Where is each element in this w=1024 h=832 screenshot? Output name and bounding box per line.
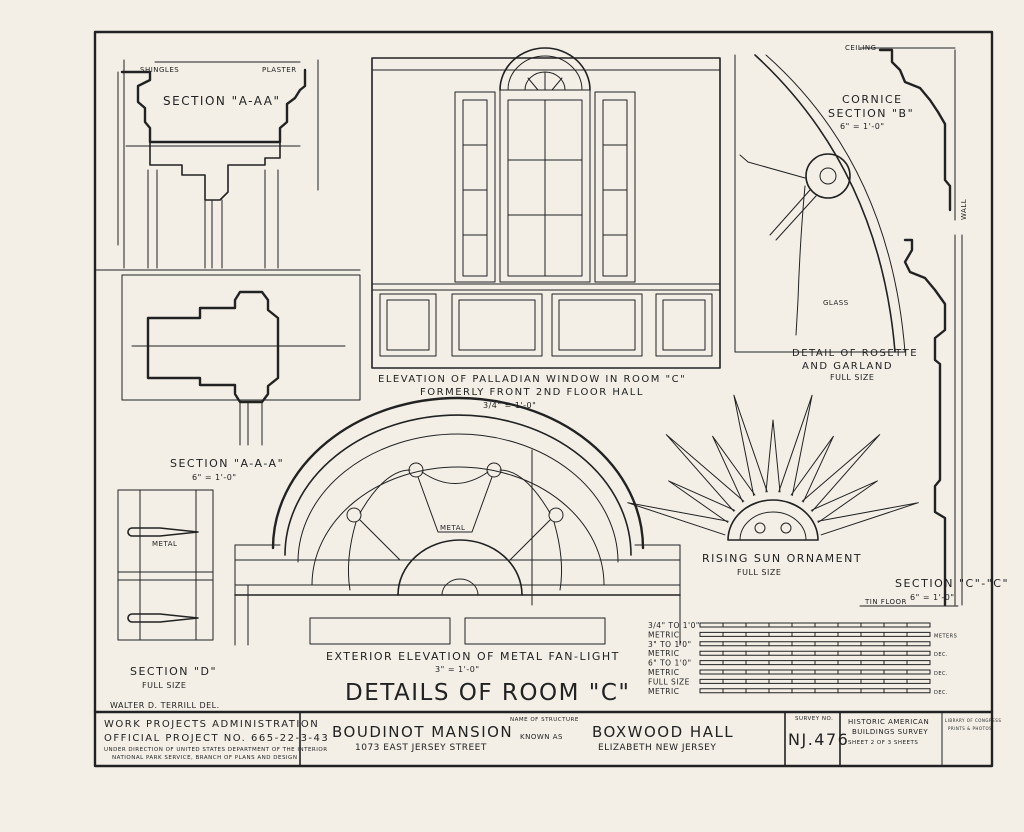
- scale-label: METRIC: [648, 630, 679, 639]
- tb-direction2: NATIONAL PARK SERVICE, BRANCH OF PLANS A…: [112, 755, 297, 761]
- scale-label: 6" TO 1'0": [648, 659, 692, 668]
- scale-label: 3/4" TO 1'0": [648, 621, 700, 630]
- scale-label: METRIC: [648, 649, 679, 658]
- sheet-border: [93, 30, 994, 768]
- cornice-wall: WALL: [960, 199, 968, 220]
- section-aa-view: SHINGLES PLASTER SECTION "A-AA": [117, 59, 319, 269]
- rosette-glass: GLASS: [823, 299, 849, 307]
- sun-ray: [801, 434, 881, 512]
- tb-city: ELIZABETH NEW JERSEY: [598, 743, 716, 753]
- title-block: WORK PROJECTS ADMINISTRATION OFFICIAL PR…: [104, 711, 1001, 767]
- cornice-subtitle: SECTION "B": [828, 107, 914, 120]
- sun-ray: [790, 435, 834, 503]
- fanlight-scale: 3" = 1'-0": [435, 665, 480, 674]
- tb-known-as: KNOWN AS: [520, 733, 563, 741]
- section-cc-view: SECTION "C"-"C" 6" = 1'-0" TIN FLOOR: [859, 234, 1009, 607]
- section-aa-title: SECTION "A-AA": [163, 94, 281, 108]
- rising-sun-scale: FULL SIZE: [737, 568, 781, 577]
- scale-label: METRIC: [648, 687, 679, 696]
- rising-sun-view: RISING SUN ORNAMENT FULL SIZE: [627, 394, 919, 577]
- palladian-window-view: ELEVATION OF PALLADIAN WINDOW IN ROOM "C…: [371, 47, 721, 410]
- rising-sun-title: RISING SUN ORNAMENT: [702, 552, 862, 565]
- tb-program1: HISTORIC AMERICAN: [848, 718, 929, 726]
- tb-name-label: NAME OF STRUCTURE: [510, 717, 579, 723]
- section-aaa-title: SECTION "A-A-A": [170, 457, 284, 470]
- rosette-scale: FULL SIZE: [830, 373, 874, 382]
- tb-program2: BUILDINGS SURVEY: [852, 728, 928, 736]
- cornice-title: CORNICE: [842, 93, 903, 106]
- scale-unit: DEC.: [934, 652, 948, 658]
- sun-ray: [668, 480, 736, 523]
- sun-ray: [765, 419, 781, 493]
- section-d-title: SECTION "D": [130, 665, 217, 678]
- section-cc-scale: 6" = 1'-0": [910, 593, 955, 602]
- delineator: WALTER D. TERRILL DEL.: [110, 701, 220, 710]
- fanlight-view: METAL EXTERIOR ELEVATION OF METAL FAN-LI…: [234, 396, 681, 674]
- sun-ray: [778, 394, 813, 496]
- rosette-caption-line2: AND GARLAND: [802, 361, 893, 372]
- palladian-caption-line1: ELEVATION OF PALLADIAN WINDOW IN ROOM "C…: [378, 374, 686, 385]
- section-d-view: METAL SECTION "D" FULL SIZE: [117, 489, 217, 690]
- tb-project: OFFICIAL PROJECT NO. 665-22-3-43: [104, 733, 329, 744]
- tb-library2: PRINTS & PHOTOS: [948, 726, 992, 731]
- tb-survey-label: SURVEY NO.: [795, 716, 833, 722]
- fanlight-caption: EXTERIOR ELEVATION OF METAL FAN-LIGHT: [326, 650, 620, 663]
- section-aaa-scale: 6" = 1'-0": [192, 473, 237, 482]
- section-aaa-view: SECTION "A-A-A" 6" = 1'-0": [121, 274, 361, 482]
- sun-ray: [817, 502, 919, 536]
- sun-ray: [665, 434, 745, 512]
- palladian-scale: 3/4" = 1'-0": [483, 401, 536, 410]
- section-d-scale: FULL SIZE: [142, 681, 186, 690]
- scale-unit: DEC.: [934, 690, 948, 696]
- sun-ray: [810, 480, 878, 523]
- section-d-metal: METAL: [152, 540, 177, 548]
- tb-direction1: UNDER DIRECTION OF UNITED STATES DEPARTM…: [104, 747, 328, 753]
- section-cc-title: SECTION "C"-"C": [895, 577, 1009, 590]
- scale-label: FULL SIZE: [648, 677, 690, 686]
- cornice-section-view: CEILING CORNICE SECTION "B" 6" = 1'-0" W…: [828, 44, 968, 221]
- scale-unit: METERS: [934, 633, 957, 639]
- tb-street: 1073 EAST JERSEY STREET: [355, 743, 487, 753]
- scale-unit: DEC.: [934, 671, 948, 677]
- tb-agency: WORK PROJECTS ADMINISTRATION: [104, 719, 319, 730]
- tb-sheet: SHEET 2 OF 3 SHEETS: [848, 740, 918, 746]
- scale-label: METRIC: [648, 668, 679, 677]
- cornice-ceiling: CEILING: [845, 44, 877, 52]
- sun-ray: [733, 394, 768, 496]
- cornice-scale: 6" = 1'-0": [840, 122, 885, 131]
- palladian-caption-line2: FORMERLY FRONT 2ND FLOOR HALL: [420, 387, 644, 398]
- tb-survey-no: NJ.476: [788, 730, 849, 749]
- section-cc-floor: TIN FLOOR: [864, 598, 907, 606]
- tb-structure-name: BOUDINOT MANSION: [332, 723, 513, 741]
- fanlight-metal: METAL: [440, 524, 465, 532]
- section-aa-plaster: PLASTER: [262, 66, 297, 74]
- tb-alt-name: BOXWOOD HALL: [592, 723, 734, 741]
- sun-ray: [627, 502, 729, 536]
- sheet-title: DETAILS OF ROOM "C": [345, 680, 630, 706]
- sun-ray: [712, 435, 756, 503]
- rosette-view: GLASS DETAIL OF ROSETTE AND GARLAND FULL…: [734, 54, 918, 382]
- tb-library1: LIBRARY OF CONGRESS: [945, 718, 1001, 723]
- rosette-caption-line1: DETAIL OF ROSETTE: [792, 348, 918, 359]
- scale-label: 3" TO 1'0": [648, 640, 692, 649]
- section-aa-shingles: SHINGLES: [140, 66, 179, 74]
